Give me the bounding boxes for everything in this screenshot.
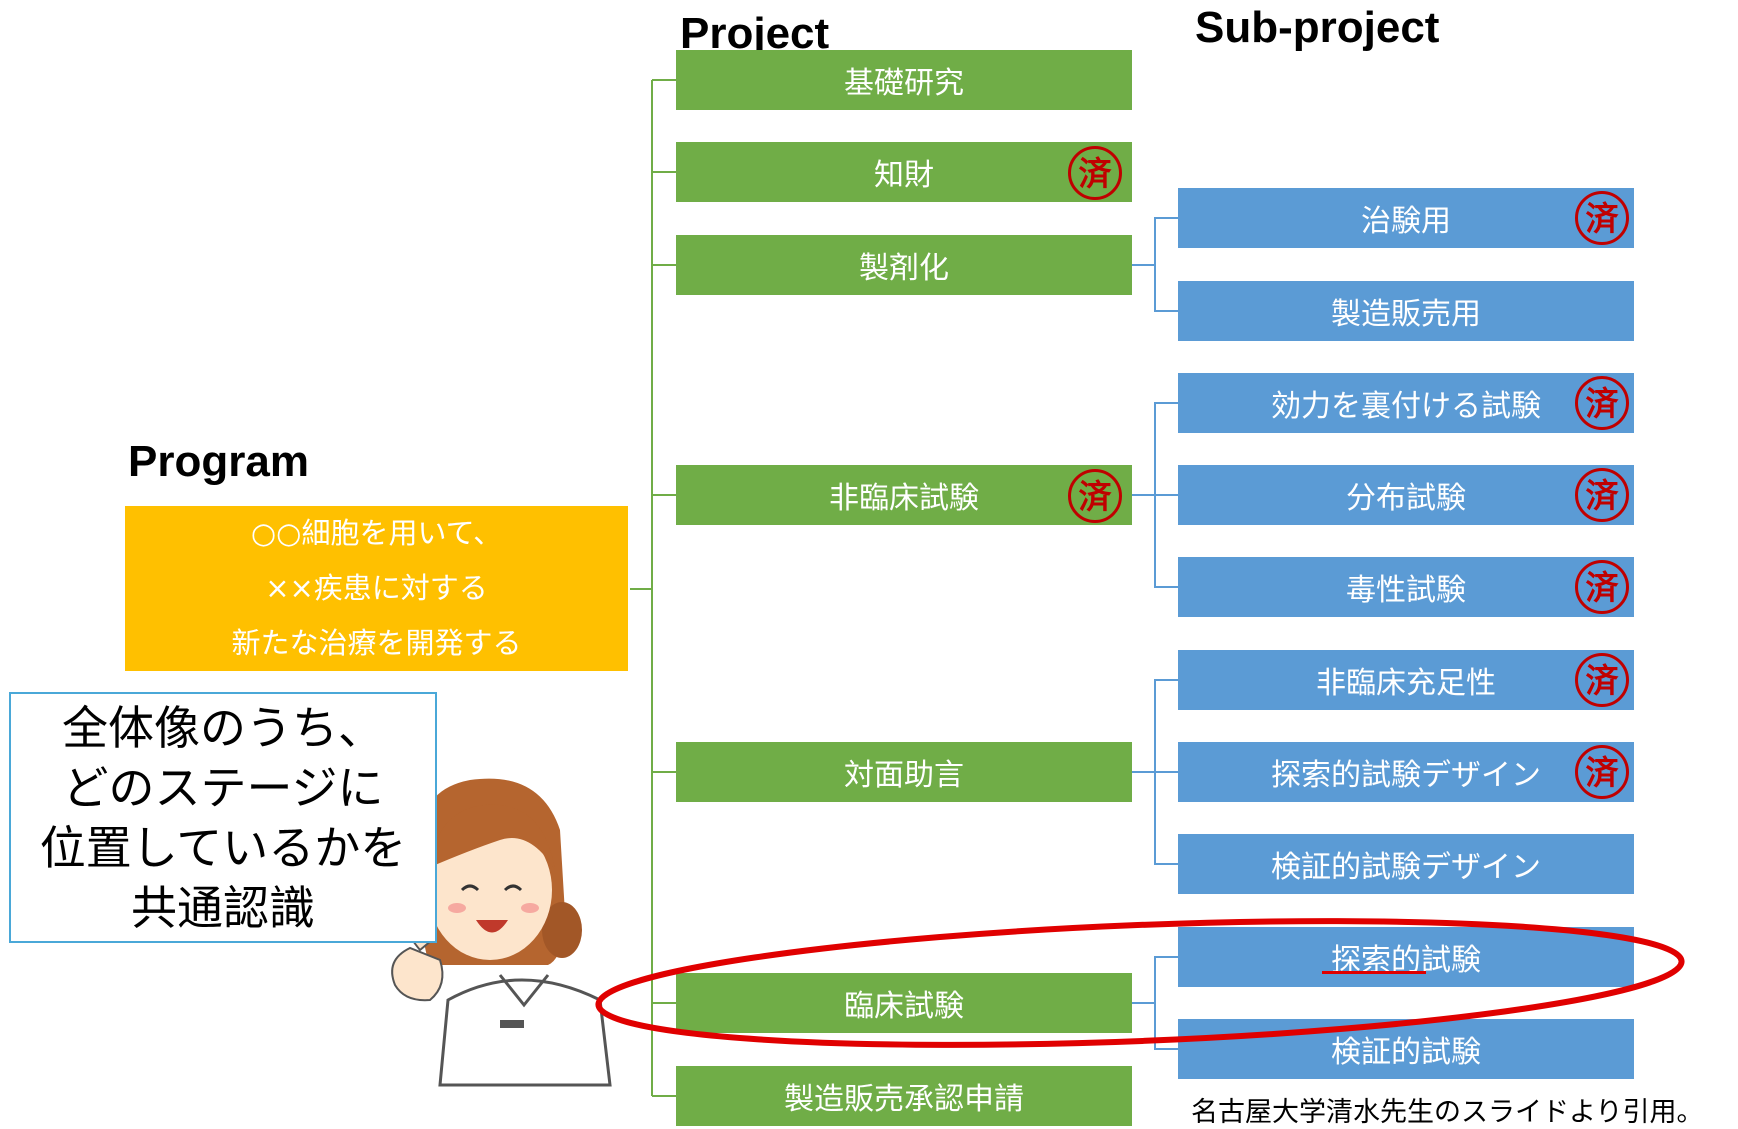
program-box: ○○細胞を用いて、 ××疾患に対する 新たな治療を開発する	[125, 506, 628, 671]
subproject-box-koryoku: 効力を裏付ける試験	[1178, 373, 1634, 433]
done-stamp-icon: 済	[1575, 468, 1629, 522]
subproject-box-chikenyo: 治験用	[1178, 188, 1634, 248]
done-stamp-icon: 済	[1575, 560, 1629, 614]
subproject-connectors	[1132, 217, 1178, 1050]
project-box-kiso: 基礎研究	[676, 50, 1132, 110]
callout-line: 全体像のうち、	[62, 700, 384, 755]
program-line: ××疾患に対する	[265, 571, 488, 605]
subproject-box-kensho: 検証的試験	[1178, 1019, 1634, 1079]
project-box-chizai: 知財	[676, 142, 1132, 202]
callout-box: 全体像のうち、 どのステージに 位置しているかを 共通認識	[9, 692, 437, 943]
subproject-box-tansaku-design: 探索的試験デザイン	[1178, 742, 1634, 802]
highlight-underline	[1322, 971, 1426, 974]
project-box-taimen: 対面助言	[676, 742, 1132, 802]
project-box-shonin: 製造販売承認申請	[676, 1066, 1132, 1126]
nurse-illustration	[368, 778, 612, 1087]
program-line: 新たな治療を開発する	[231, 626, 522, 660]
subproject-box-kensho-design: 検証的試験デザイン	[1178, 834, 1634, 894]
done-stamp-icon: 済	[1575, 745, 1629, 799]
credit-text: 名古屋大学清水先生のスライドより引用。	[1191, 1097, 1704, 1128]
callout-line: 位置しているかを	[39, 820, 407, 875]
done-stamp-icon: 済	[1575, 191, 1629, 245]
done-stamp-icon: 済	[1068, 469, 1122, 523]
tree-connectors	[630, 79, 676, 1097]
callout-line: どのステージに	[62, 760, 384, 815]
done-stamp-icon: 済	[1575, 376, 1629, 430]
program-header: Program	[128, 437, 309, 486]
project-box-rinsho: 臨床試験	[676, 973, 1132, 1033]
project-header: Project	[680, 9, 830, 58]
subproject-box-bunpu: 分布試験	[1178, 465, 1634, 525]
done-stamp-icon: 済	[1575, 653, 1629, 707]
subproject-box-seizohanbai: 製造販売用	[1178, 281, 1634, 341]
project-box-seizaika: 製剤化	[676, 235, 1132, 295]
done-stamp-icon: 済	[1068, 146, 1122, 200]
callout-line: 共通認識	[131, 880, 315, 935]
subproject-header: Sub-project	[1195, 3, 1440, 52]
project-box-hirinsho: 非臨床試験	[676, 465, 1132, 525]
program-line: ○○細胞を用いて、	[250, 516, 503, 550]
subproject-box-dokusei: 毒性試験	[1178, 557, 1634, 617]
subproject-box-tansaku: 探索的試験	[1178, 927, 1634, 987]
subproject-box-jusokusei: 非臨床充足性	[1178, 650, 1634, 710]
